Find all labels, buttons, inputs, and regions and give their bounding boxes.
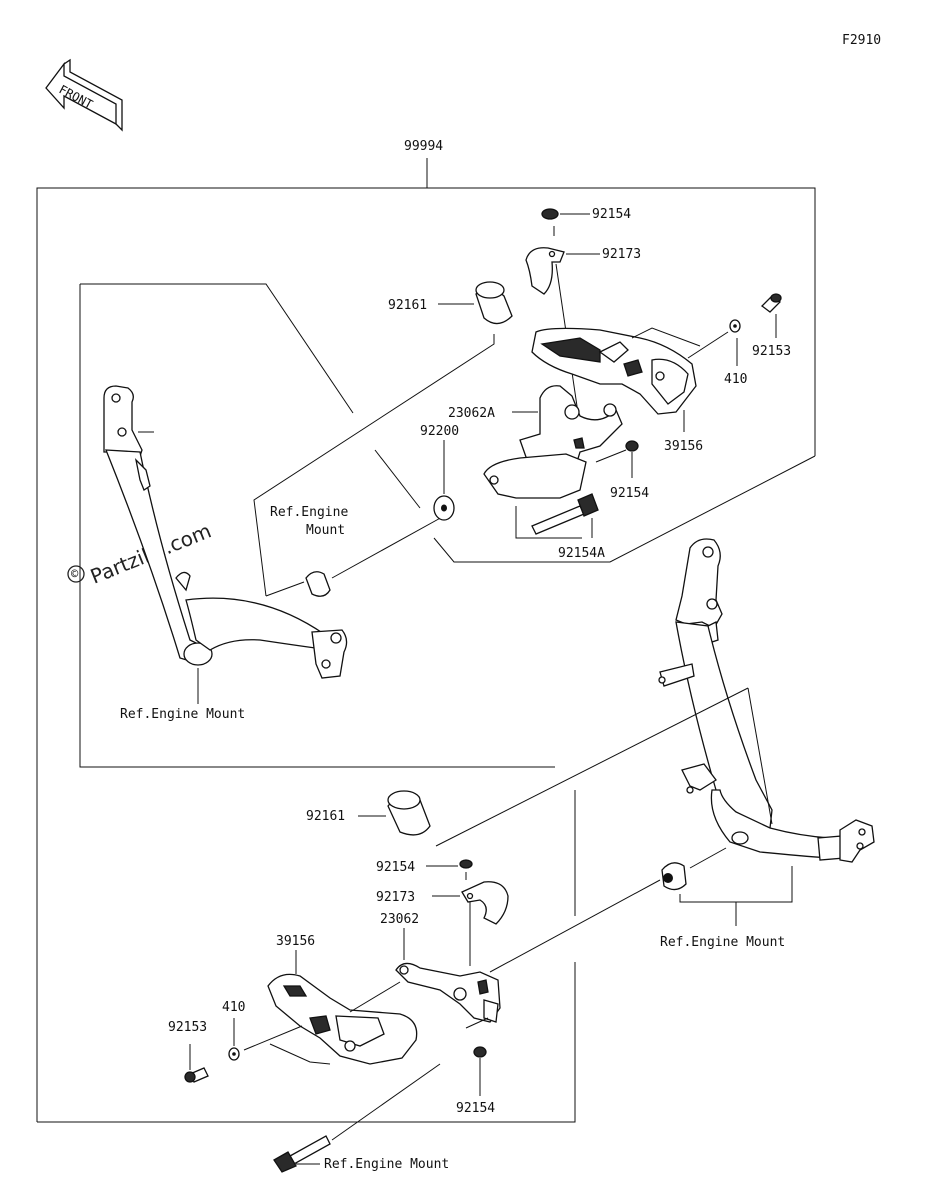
left-engine-guard-bar <box>103 385 348 679</box>
label-23062A: 23062A <box>448 406 495 421</box>
part-39156-bottom <box>243 950 418 1065</box>
part-410-bottom <box>228 1018 240 1061</box>
label-92154-bottom: 92154 <box>456 1101 495 1116</box>
part-92154-mid <box>595 440 639 478</box>
label-92154-mid: 92154 <box>610 486 649 501</box>
label-92154A: 92154A <box>558 546 605 561</box>
part-39156-top <box>531 327 729 432</box>
label-92153-bottom: 92153 <box>168 1020 207 1035</box>
ref-engine-mount-2: Ref.Engine Mount <box>120 707 245 722</box>
figure-code: F2910 <box>842 33 881 48</box>
part-92200 <box>433 440 455 521</box>
label-410-bottom: 410 <box>222 1000 245 1015</box>
label-92173-bottom: 92173 <box>376 890 415 905</box>
part-92161-top <box>253 281 513 597</box>
part-92153-bottom <box>184 1044 209 1083</box>
part-410-top <box>729 319 741 366</box>
ref-engine-mount-4: Ref.Engine Mount <box>324 1157 449 1172</box>
ref-engine-mount-1-line1: Ref.Engine <box>270 505 348 520</box>
ref-engine-mount-1-line2: Mount <box>306 523 345 538</box>
label-39156-bottom: 39156 <box>276 934 315 949</box>
part-92161-bottom <box>358 790 431 836</box>
part-23062 <box>395 962 501 1023</box>
engine-mount-ref-1 <box>265 515 445 597</box>
part-92154-bottom-top <box>426 859 473 880</box>
engine-mount-bolt-bottom <box>273 1063 441 1173</box>
ref-engine-mount-3: Ref.Engine Mount <box>660 935 785 950</box>
lower-frame-lines <box>37 687 773 1123</box>
assembly-bracket <box>36 158 816 1122</box>
label-39156-top: 39156 <box>664 439 703 454</box>
label-92153-top: 92153 <box>752 344 791 359</box>
right-engine-guard-bar <box>658 538 875 863</box>
part-92173-bottom <box>432 881 509 925</box>
part-92154-top <box>541 208 590 236</box>
label-92154-bottom-top: 92154 <box>376 860 415 875</box>
label-92173-top: 92173 <box>602 247 641 262</box>
svg-text:©: © <box>71 567 79 581</box>
label-92200: 92200 <box>420 424 459 439</box>
left-frame-box <box>79 283 555 768</box>
part-92154A <box>515 493 599 539</box>
label-92161-bottom: 92161 <box>306 809 345 824</box>
label-92154-top: 92154 <box>592 207 631 222</box>
assembly-number: 99994 <box>404 139 443 154</box>
top-right-frame <box>433 455 816 563</box>
front-arrow-icon: FRONT <box>45 58 123 132</box>
engine-mount-ref-3 <box>489 847 793 973</box>
part-92153-top <box>761 293 782 338</box>
part-92154-bottom <box>465 1017 489 1096</box>
label-92161-top: 92161 <box>388 298 427 313</box>
label-23062: 23062 <box>380 912 419 927</box>
label-410-top: 410 <box>724 372 747 387</box>
top-lower-bracket <box>483 453 587 499</box>
